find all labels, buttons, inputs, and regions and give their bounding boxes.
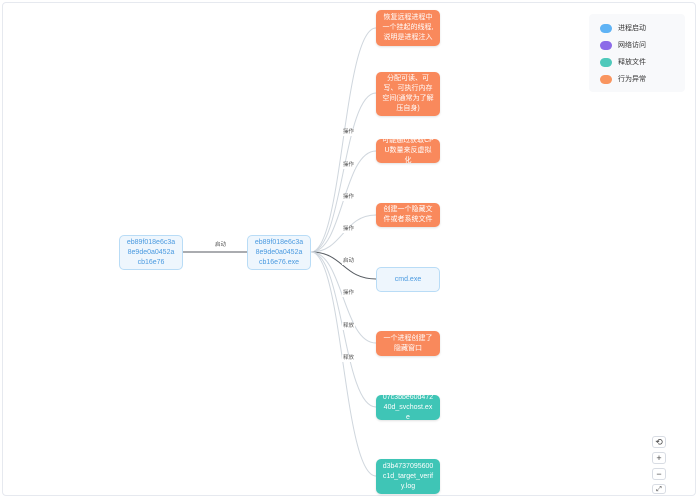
legend-label: 进程启动 <box>618 25 646 32</box>
legend-swatch-process-start <box>600 23 612 33</box>
node-file-target-log[interactable]: d3b4737095600c1d_target_verify.log <box>376 459 440 494</box>
node-cmd-process[interactable]: cmd.exe <box>376 267 440 292</box>
edge-c1 <box>310 27 377 253</box>
edge-c8 <box>310 251 377 477</box>
node-alert-thread-injection[interactable]: 恢复远程进程中一个挂起的线程,说明是进程注入 <box>376 10 440 46</box>
edge-label-c2: 操作 <box>342 162 356 169</box>
node-alert-cpu-anti-vm[interactable]: 可能通过获取CPU数量来反虚拟化 <box>376 137 440 164</box>
node-root-process[interactable]: eb89f018e6c3a8e9de0a0452acb16e76 <box>119 235 183 270</box>
edge-label-c1: 操作 <box>342 129 356 136</box>
legend-label: 网络访问 <box>618 42 646 49</box>
zoom-out-button[interactable]: − <box>652 468 666 480</box>
edge-label-c8: 释放 <box>342 355 356 362</box>
edge-label-c5: 启动 <box>342 258 356 265</box>
reset-view-button[interactable]: ⟲ <box>652 436 666 448</box>
edge-label-c7: 释放 <box>342 323 356 330</box>
legend-item-drop-file[interactable]: 释放文件 <box>600 56 646 68</box>
legend-item-network-access[interactable]: 网络访问 <box>600 39 646 51</box>
legend-label: 释放文件 <box>618 59 646 66</box>
edge-label-c3: 操作 <box>342 194 356 201</box>
graph-canvas[interactable] <box>2 2 696 496</box>
edge-c4 <box>310 214 377 253</box>
edge-c5 <box>310 251 377 280</box>
legend-swatch-abnormal-behavior <box>600 74 612 84</box>
legend-swatch-drop-file <box>600 57 612 67</box>
node-alert-hidden-file[interactable]: 创建一个隐藏文件或者系统文件 <box>376 203 440 227</box>
node-main-process[interactable]: eb89f018e6c3a8e9de0a0452acb16e76.exe <box>247 235 311 270</box>
legend: 进程启动 网络访问 释放文件 行为异常 <box>589 14 685 92</box>
legend-swatch-network-access <box>600 40 612 50</box>
node-alert-hidden-window[interactable]: 一个进程创建了隐藏窗口 <box>376 331 440 356</box>
edge-c2 <box>310 92 377 253</box>
legend-item-process-start[interactable]: 进程启动 <box>600 22 646 34</box>
legend-label: 行为异常 <box>618 76 646 83</box>
node-file-svchost[interactable]: 07c3bbe60d47240d_svchost.exe <box>376 394 440 421</box>
edge-c6 <box>310 251 377 344</box>
edge-label-c6: 操作 <box>342 290 356 297</box>
node-alert-rwx-memory[interactable]: 分配可读、可写、可执行内存空间(通常为了解压自身) <box>376 72 440 116</box>
edge-c3 <box>310 150 377 253</box>
edge-label-c4: 操作 <box>342 226 356 233</box>
legend-item-abnormal-behavior[interactable]: 行为异常 <box>600 73 646 85</box>
zoom-in-button[interactable]: + <box>652 452 666 464</box>
fullscreen-button[interactable]: ⤢ <box>652 484 666 494</box>
edge-label-root-main: 启动 <box>214 242 228 249</box>
